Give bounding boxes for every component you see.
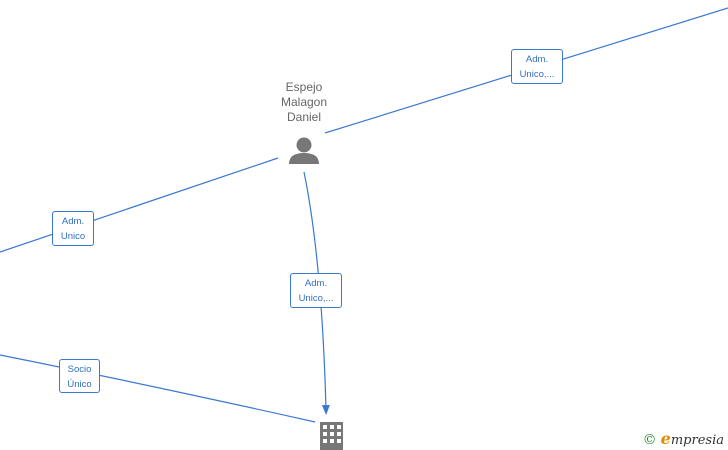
edge-label-top-right[interactable]: Adm. Unico,... — [511, 49, 563, 84]
edge-label-line: Adm. — [525, 54, 549, 65]
person-name-line: Daniel — [286, 110, 322, 124]
edge-label-line: Unico,... — [298, 293, 334, 304]
edge-label-left[interactable]: Adm. Unico — [52, 211, 94, 246]
edge-label-line: Único — [67, 379, 92, 390]
edge-label-center[interactable]: Adm. Unico,... — [290, 273, 342, 308]
person-name-line: Malagon — [280, 95, 328, 109]
edge-label-line: Unico — [60, 231, 86, 242]
person-icon[interactable] — [289, 137, 319, 165]
edge-line-bottom-left — [0, 354, 316, 423]
edge-label-bottom-left[interactable]: Socio Único — [59, 359, 100, 393]
edge-label-line: Socio — [67, 364, 92, 375]
person-name-line: Espejo — [285, 80, 323, 94]
edge-label-line: Adm. — [61, 216, 85, 227]
brand-name: mpresia — [670, 433, 724, 448]
edge-line-left — [0, 157, 279, 253]
edge-label-line: Unico,... — [519, 69, 555, 80]
empresia-watermark: ©empresia — [643, 429, 724, 448]
brand-initial: e — [660, 429, 671, 448]
edge-label-line: Adm. — [304, 278, 328, 289]
person-name[interactable]: Espejo Malagon Daniel — [254, 80, 354, 125]
copyright-icon: © — [642, 432, 657, 448]
building-icon[interactable] — [320, 422, 343, 450]
